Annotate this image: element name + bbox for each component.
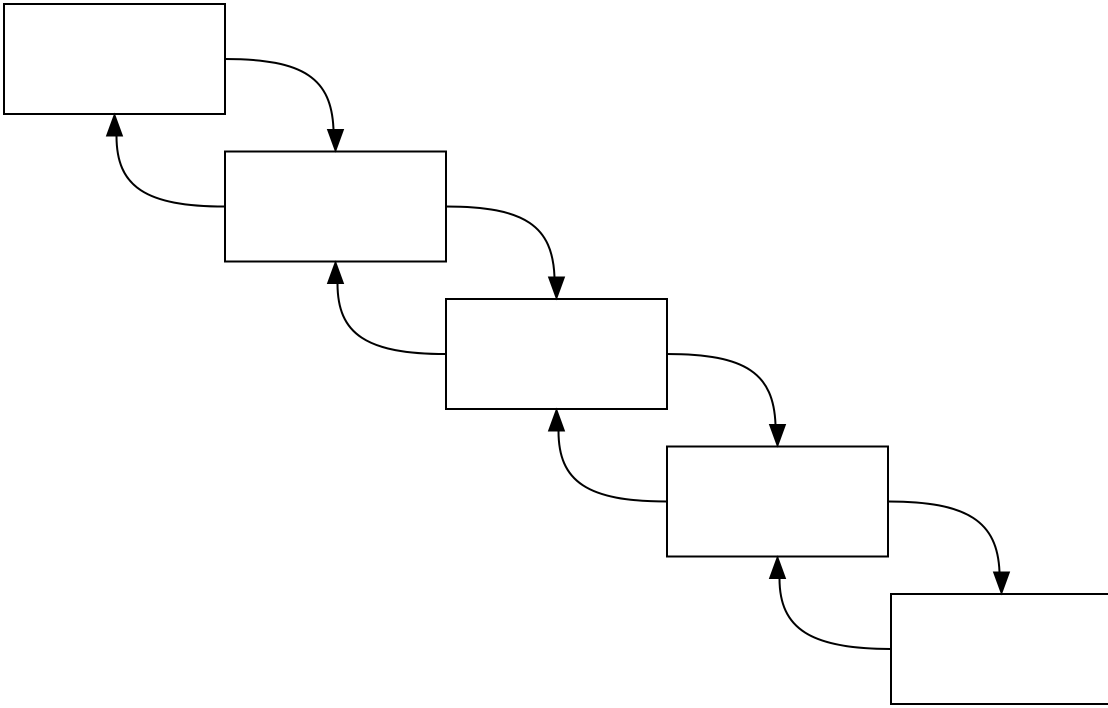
feedback-arrow-4-to-3 [557, 430, 668, 503]
feedback-arrowhead-4-to-3 [547, 407, 566, 432]
forward-arrowhead-4-to-5 [992, 571, 1011, 596]
forward-arrow-1-to-2 [224, 58, 335, 130]
feedback-arrow-5-to-4 [778, 578, 892, 650]
feedback-arrow-2-to-1 [115, 135, 226, 208]
feedback-arrow-3-to-2 [336, 283, 447, 355]
forward-arrowhead-3-to-4 [768, 424, 787, 448]
forward-arrow-3-to-4 [666, 353, 777, 425]
feedback-arrowhead-2-to-1 [105, 112, 124, 137]
step-box-3 [445, 298, 668, 410]
forward-arrowhead-2-to-3 [547, 276, 566, 301]
forward-arrow-2-to-3 [445, 205, 556, 278]
step-box-2 [224, 150, 447, 263]
step-box-1 [3, 3, 226, 115]
step-boxes [3, 3, 1108, 705]
forward-arrowhead-1-to-2 [326, 129, 345, 153]
step-connectors [105, 58, 1011, 650]
forward-arrow-4-to-5 [887, 500, 1001, 573]
step-box-4 [666, 445, 889, 558]
feedback-arrowhead-5-to-4 [768, 555, 787, 579]
feedback-arrowhead-3-to-2 [326, 260, 345, 284]
step-box-5 [890, 593, 1108, 705]
